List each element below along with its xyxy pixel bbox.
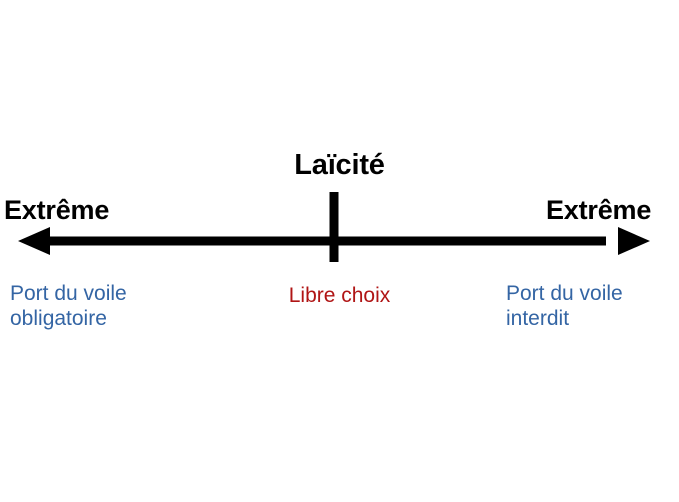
arrowhead-right-icon xyxy=(618,227,650,255)
right-caption: Port du voile interdit xyxy=(506,282,623,330)
center-axis-title: Laïcité xyxy=(294,149,385,181)
arrowhead-left-icon xyxy=(18,227,50,255)
axis-shaft xyxy=(44,236,606,246)
left-pole-label: Extrême xyxy=(4,195,110,225)
left-caption: Port du voile obligatoire xyxy=(10,282,127,330)
center-caption: Libre choix xyxy=(288,284,391,307)
center-tick-mark xyxy=(329,192,339,262)
right-pole-label: Extrême xyxy=(546,195,652,225)
